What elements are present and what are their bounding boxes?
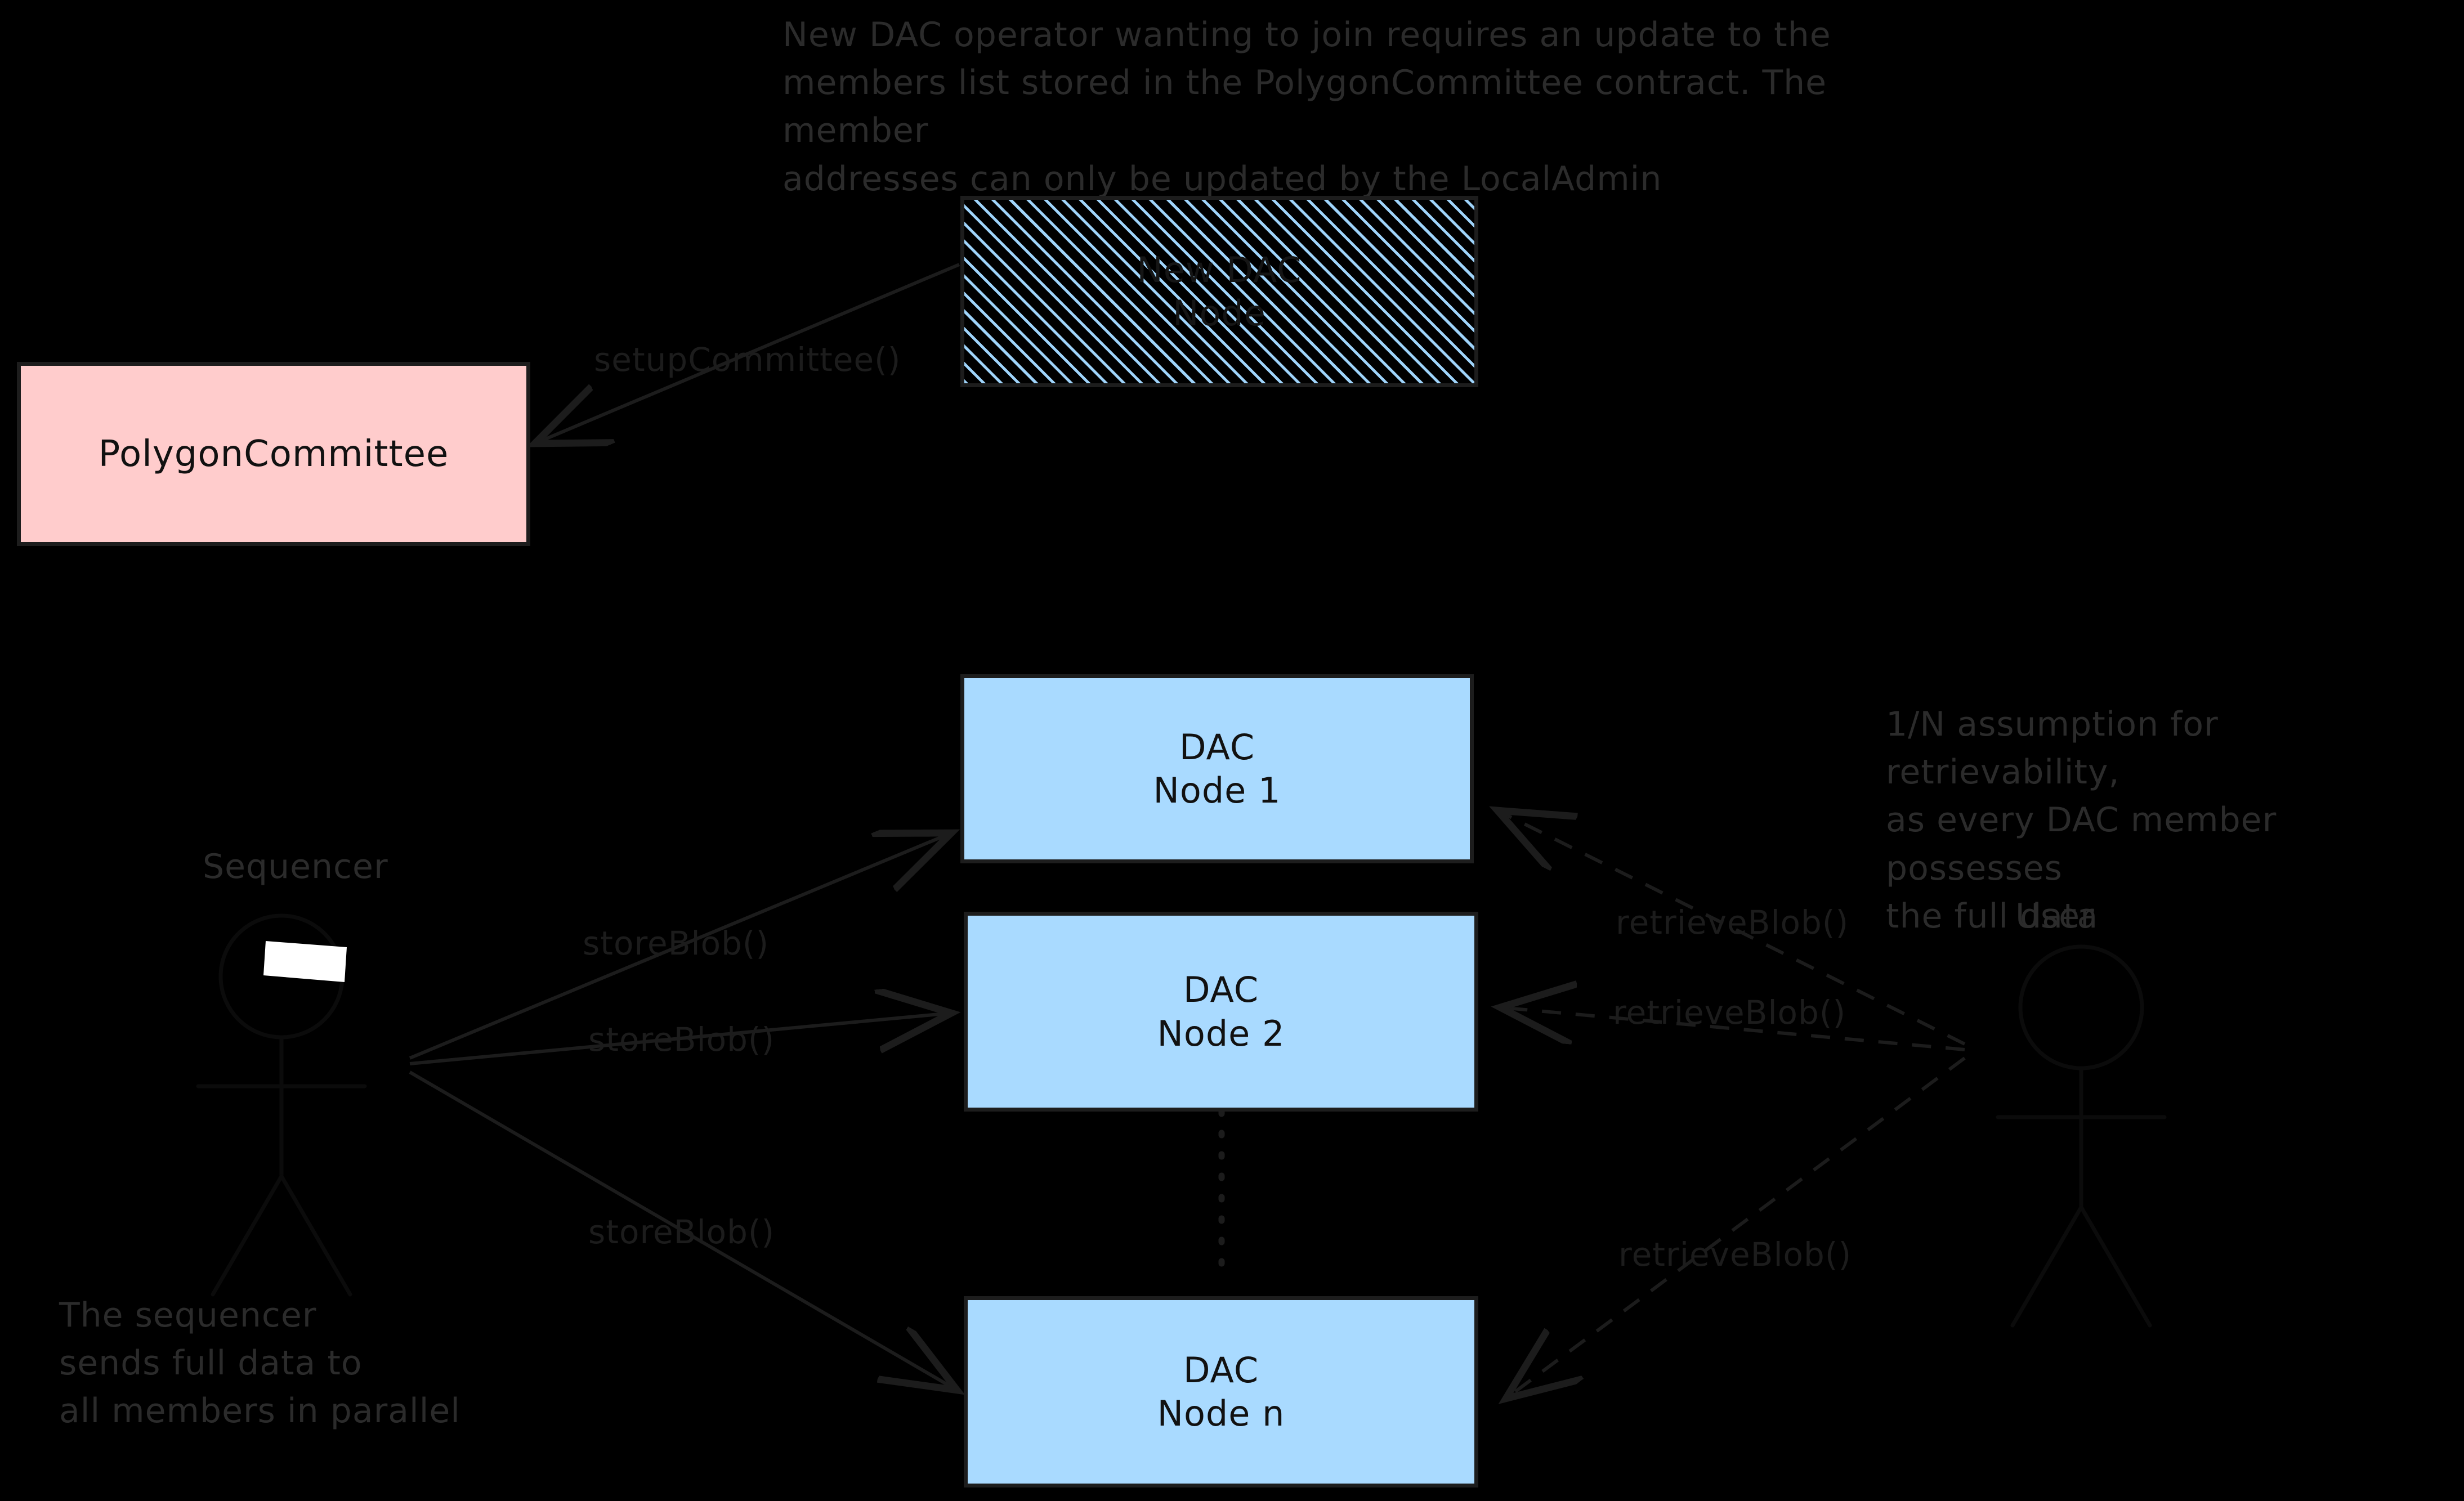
edge-label-retrieve-blob-n: retrieveBlob() bbox=[1618, 1235, 1852, 1274]
sequencer-figure bbox=[196, 913, 367, 1297]
edge-label-store-blob-2: storeBlob() bbox=[588, 1020, 775, 1059]
box-dac-node-1[interactable]: DAC Node 1 bbox=[960, 674, 1474, 863]
sequencer-note-sticker bbox=[263, 941, 347, 982]
box-dac-node-1-line2: Node 1 bbox=[1153, 770, 1281, 811]
edge-label-retrieve-blob-2: retrieveBlob() bbox=[1613, 993, 1846, 1032]
box-dac-node-n[interactable]: DAC Node n bbox=[964, 1296, 1478, 1487]
edge-retrieve-blob-n bbox=[1506, 1056, 1966, 1399]
user-figure bbox=[1996, 944, 2167, 1328]
note-right: 1/N assumption for retrievability, as ev… bbox=[1886, 705, 2277, 936]
edge-label-store-blob-1: storeBlob() bbox=[583, 924, 770, 962]
box-new-dac-node[interactable]: New DAC Node bbox=[960, 196, 1478, 387]
note-bottom-left: The sequencer sends full data to all mem… bbox=[59, 1296, 460, 1431]
box-dac-node-n-line1: DAC bbox=[1183, 1349, 1259, 1391]
note-top: New DAC operator wanting to join require… bbox=[782, 15, 1831, 199]
box-dac-node-n-line2: Node n bbox=[1157, 1393, 1285, 1434]
edge-label-setup-committee: setupCommittee() bbox=[594, 340, 901, 379]
edge-label-retrieve-blob-1: retrieveBlob() bbox=[1616, 903, 1849, 942]
box-polygon-committee-label: PolygonCommittee bbox=[98, 433, 449, 475]
box-new-dac-node-line2: Node bbox=[1173, 293, 1266, 334]
box-dac-node-2[interactable]: DAC Node 2 bbox=[964, 912, 1478, 1112]
user-label: User bbox=[2015, 897, 2095, 936]
box-new-dac-node-line1: New DAC bbox=[1137, 249, 1302, 290]
sequencer-label: Sequencer bbox=[203, 847, 388, 886]
box-dac-node-1-line1: DAC bbox=[1179, 726, 1255, 768]
box-polygon-committee[interactable]: PolygonCommittee bbox=[17, 362, 530, 546]
box-dac-node-2-line2: Node 2 bbox=[1157, 1012, 1285, 1054]
edge-label-store-blob-n: storeBlob() bbox=[588, 1213, 775, 1251]
box-dac-node-2-line1: DAC bbox=[1183, 969, 1259, 1010]
